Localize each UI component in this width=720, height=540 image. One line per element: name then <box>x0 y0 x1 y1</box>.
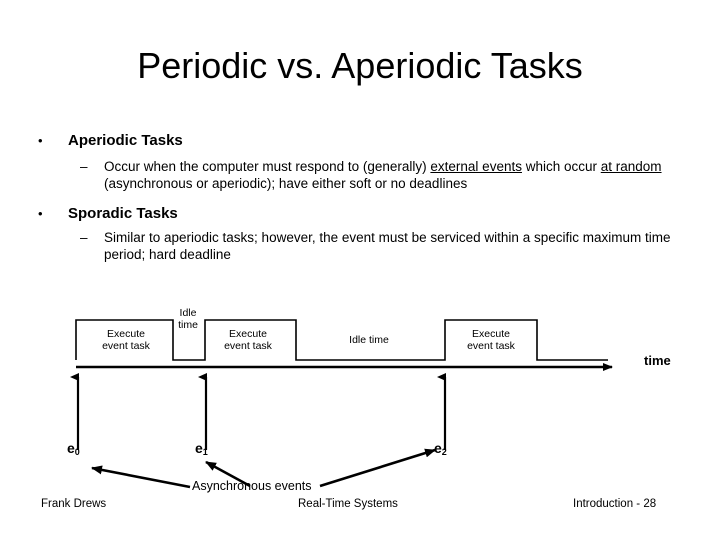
aperiodic-text-at-random: at random <box>600 159 662 174</box>
event-label-e0: e0 <box>67 441 80 457</box>
segment-label-idle-1-line1: Idle <box>179 307 197 319</box>
event-label-e2-sub: 2 <box>441 447 447 457</box>
segment-label-execute-1-line1: Execute <box>107 328 145 340</box>
segment-label-execute-1-line2: event task <box>102 340 150 352</box>
segment-label-execute-3-line1: Execute <box>472 328 510 340</box>
aperiodic-text-prefix: Occur when the computer must respond to … <box>104 159 431 174</box>
event-label-e2-base: e <box>434 440 442 456</box>
segment-label-execute-2-line1: Execute <box>229 328 267 340</box>
aperiodic-text-suffix: (asynchronous or aperiodic); have either… <box>104 176 468 191</box>
async-pointer-arrow-e2 <box>319 448 436 488</box>
footer-author: Frank Drews <box>41 498 107 510</box>
dash-marker-icon: – <box>80 159 88 174</box>
dash-marker-icon: – <box>80 230 88 245</box>
event-label-e1-base: e <box>195 440 203 456</box>
async-pointer-arrow-e1 <box>205 460 251 488</box>
event-label-e0-sub: 0 <box>74 447 80 457</box>
aperiodic-text-external-events: external events <box>430 159 522 174</box>
footer-course: Real-Time Systems <box>298 498 398 510</box>
async-pointer-arrow-e0 <box>91 465 191 489</box>
event-label-e2: e2 <box>434 441 447 457</box>
timeline-svg <box>70 319 613 489</box>
async-events-label: Asynchronous events <box>192 479 312 493</box>
segment-label-idle-1-line2: time <box>178 319 198 331</box>
page-title: Periodic vs. Aperiodic Tasks <box>137 45 583 86</box>
segment-label-idle-2: Idle time <box>332 334 406 346</box>
event-label-e0-base: e <box>67 440 75 456</box>
bullet-marker-icon: • <box>38 133 43 148</box>
sub-bullet-sporadic-text: Similar to aperiodic tasks; however, the… <box>104 230 671 262</box>
segment-label-execute-2: Execute event task <box>215 328 281 352</box>
bullet-aperiodic-tasks-label: Aperiodic Tasks <box>68 132 183 149</box>
segment-label-execute-3: Execute event task <box>458 328 524 352</box>
sub-bullet-aperiodic-description: – Occur when the computer must respond t… <box>80 158 680 192</box>
segment-label-idle-1: Idle time <box>166 307 210 331</box>
segment-label-execute-3-line2: event task <box>467 340 515 352</box>
sub-bullet-aperiodic-text: Occur when the computer must respond to … <box>104 158 680 192</box>
timeline-diagram: Execute event task Idle time Execute eve… <box>0 290 720 520</box>
segment-label-idle-2-line1: Idle time <box>349 334 389 346</box>
sub-bullet-sporadic-description: – Similar to aperiodic tasks; however, t… <box>80 229 680 263</box>
execution-trace-waveform <box>75 319 608 361</box>
segment-label-execute-2-line2: event task <box>224 340 272 352</box>
bullet-sporadic-tasks: • Sporadic Tasks <box>38 204 698 224</box>
segment-label-execute-1: Execute event task <box>93 328 159 352</box>
bullet-marker-icon: • <box>38 206 43 221</box>
event-label-e1-sub: 1 <box>202 447 208 457</box>
time-axis-label: time <box>644 353 671 368</box>
event-label-e1: e1 <box>195 441 208 457</box>
aperiodic-text-mid: which occur <box>521 159 601 174</box>
footer-slide-number: Introduction - 28 <box>573 498 657 510</box>
bullet-aperiodic-tasks: • Aperiodic Tasks <box>38 131 698 151</box>
bullet-sporadic-tasks-label: Sporadic Tasks <box>68 205 178 222</box>
